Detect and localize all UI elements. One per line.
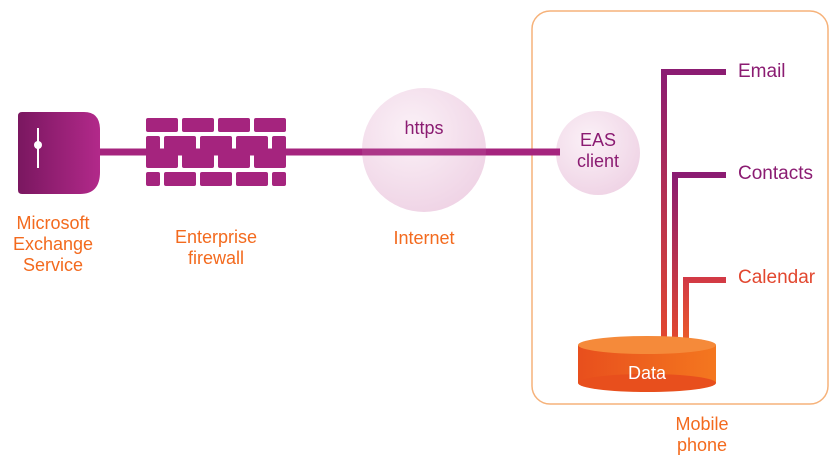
contacts-line — [672, 172, 726, 340]
data-store-icon — [578, 336, 716, 392]
mobile-phone-label: Mobile phone — [675, 414, 729, 455]
exchange-server-icon — [18, 112, 100, 194]
contacts-label: Contacts — [738, 163, 813, 184]
internet-label: Internet — [393, 228, 455, 248]
mobile-phone-frame — [531, 10, 829, 405]
exchange-label: Microsoft Exchange Service — [12, 213, 94, 275]
data-label: Data — [627, 363, 667, 383]
eas-client-label: EAS client — [576, 130, 620, 171]
firewall-label: Enterprise firewall — [174, 227, 258, 268]
firewall-icon — [146, 118, 286, 186]
calendar-line — [683, 277, 726, 340]
email-line — [661, 69, 726, 340]
https-label: https — [404, 118, 444, 138]
email-label: Email — [738, 61, 786, 82]
eas-client-bubble — [556, 111, 640, 195]
calendar-label: Calendar — [738, 267, 816, 288]
